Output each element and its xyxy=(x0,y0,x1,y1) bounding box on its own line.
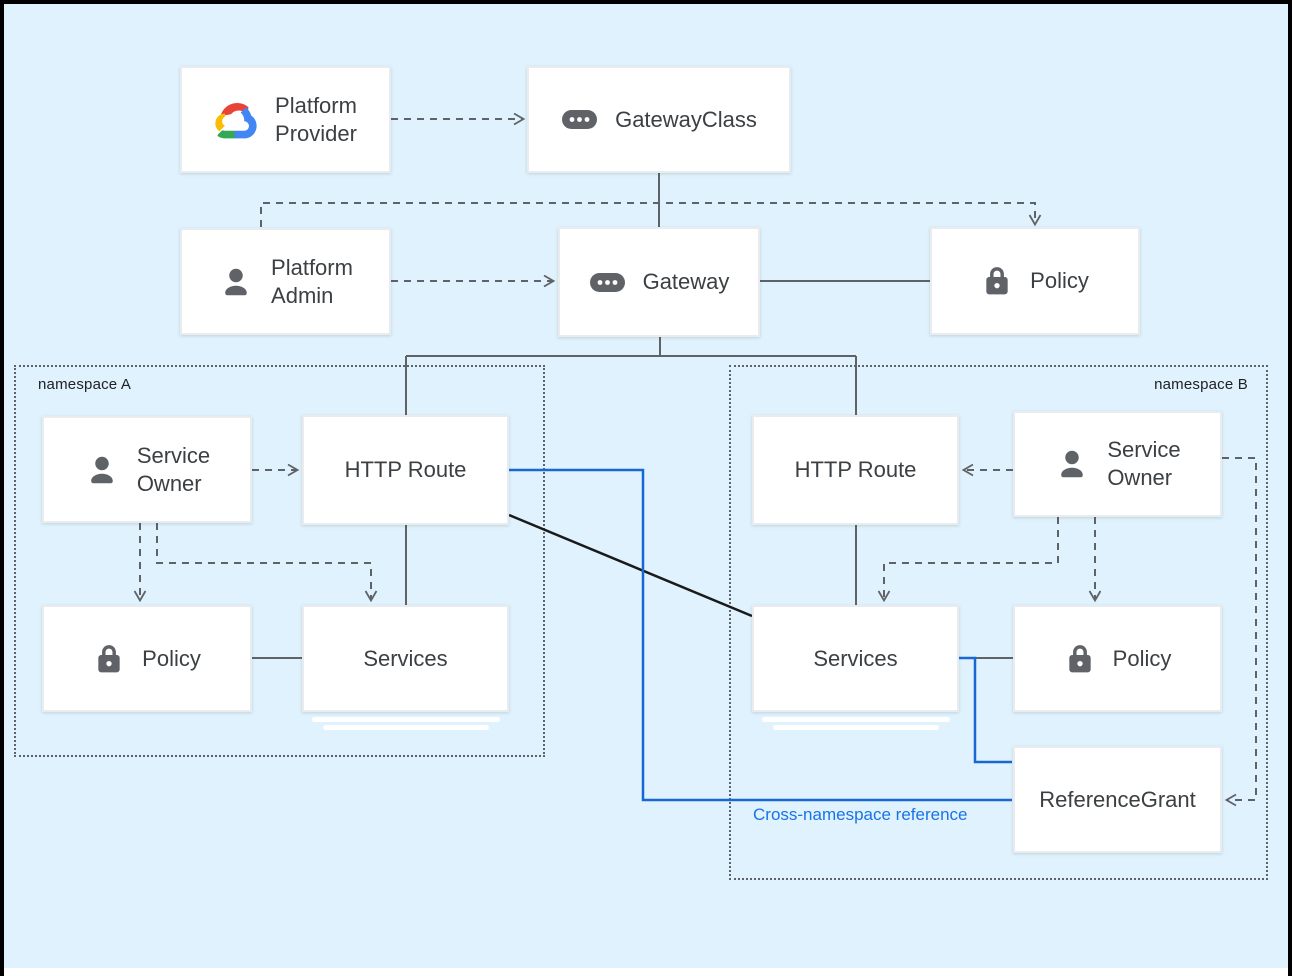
node-label-line: Provider xyxy=(275,120,357,146)
node-reference-grant: ReferenceGrant xyxy=(1013,746,1222,853)
node-service-owner-a: Service Owner xyxy=(42,416,252,523)
lock-icon xyxy=(981,263,1013,299)
node-gateway: Gateway xyxy=(558,227,760,337)
google-cloud-icon xyxy=(214,101,258,139)
node-label-line: Service xyxy=(1107,437,1181,463)
node-label-line: Admin xyxy=(271,282,334,308)
node-platform-provider: Platform Provider xyxy=(180,66,391,173)
node-label: ReferenceGrant xyxy=(1039,786,1196,812)
node-label: Services xyxy=(363,645,448,671)
node-gatewayclass: GatewayClass xyxy=(527,66,791,173)
node-label: Policy xyxy=(1030,268,1089,293)
node-label: Policy xyxy=(142,645,201,671)
node-http-route-b: HTTP Route xyxy=(752,415,959,525)
node-services-a: Services xyxy=(302,605,509,712)
node-label-line: Owner xyxy=(1107,465,1173,490)
node-service-owner-b: Service Owner xyxy=(1013,411,1222,517)
node-label: Service Owner xyxy=(1107,436,1180,492)
node-label: Platform Admin xyxy=(271,254,353,310)
node-platform-admin: Platform Admin xyxy=(180,228,391,335)
node-label: Service Owner xyxy=(137,442,210,498)
node-label: Gateway xyxy=(642,269,730,294)
bottom-margin-strip xyxy=(4,968,1288,976)
resource-icon xyxy=(561,109,598,130)
node-label-line: Platform xyxy=(275,92,357,118)
node-label-line: Platform xyxy=(271,254,353,280)
node-label: HTTP Route xyxy=(344,457,467,482)
node-policy-b: Policy xyxy=(1013,605,1222,712)
services-a-stack-line xyxy=(323,725,489,730)
services-b-stack-line xyxy=(773,725,939,730)
lock-icon xyxy=(93,641,125,677)
services-a-stack-line xyxy=(312,717,500,722)
node-label-line: Service xyxy=(136,442,211,468)
person-icon xyxy=(218,264,254,300)
node-label: Platform Provider xyxy=(275,92,357,148)
node-policy-a: Policy xyxy=(42,605,252,712)
node-label: Services xyxy=(813,645,898,671)
resource-icon xyxy=(589,272,626,293)
lock-icon xyxy=(1064,641,1096,677)
node-label-line: Owner xyxy=(136,470,202,496)
node-label: GatewayClass xyxy=(615,106,757,132)
node-policy-top: Policy xyxy=(930,227,1140,335)
cross-namespace-reference-label: Cross-namespace reference xyxy=(753,805,968,824)
person-icon xyxy=(1054,446,1090,482)
services-b-stack-line xyxy=(762,717,950,722)
node-http-route-a: HTTP Route xyxy=(302,415,509,525)
node-label: Policy xyxy=(1112,645,1172,671)
node-services-b: Services xyxy=(752,605,959,712)
node-label: HTTP Route xyxy=(794,457,917,482)
person-icon xyxy=(84,452,120,488)
